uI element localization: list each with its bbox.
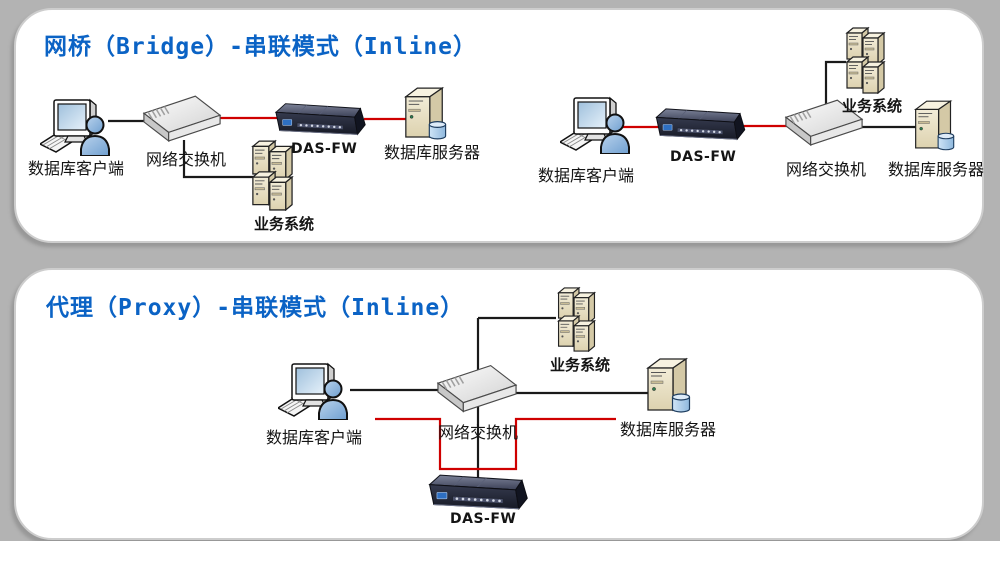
proxy-panel-title: 代理（Proxy）-串联模式（Inline） — [46, 295, 465, 321]
das-fw-label: DAS-FW — [450, 511, 517, 527]
network-switch-icon — [143, 95, 221, 142]
business-system-icon — [843, 26, 889, 94]
client-label: 数据库客户端 — [27, 161, 124, 178]
database-server-icon — [647, 358, 691, 413]
switch-label: 网络交换机 — [145, 152, 226, 169]
client-computer-icon — [278, 363, 348, 420]
business-system-icon — [249, 139, 297, 211]
switch-label: 网络交换机 — [437, 425, 518, 442]
dbserver-label: 数据库服务器 — [887, 162, 984, 179]
client-label: 数据库客户端 — [265, 430, 362, 447]
client-label: 数据库客户端 — [537, 168, 634, 185]
das-fw-label: DAS-FW — [291, 141, 358, 157]
business-label: 业务系统 — [253, 215, 314, 233]
dbserver-label: 数据库服务器 — [619, 422, 716, 439]
client-computer-icon — [40, 99, 110, 156]
business-system-icon — [554, 286, 600, 352]
bridge-panel-title: 网桥（Bridge）-串联模式（Inline） — [44, 34, 478, 60]
network-switch-icon — [437, 364, 517, 413]
bottom-white-strip — [0, 541, 1000, 565]
client-computer-icon — [560, 97, 630, 154]
switch-label: 网络交换机 — [785, 162, 866, 179]
das-fw-label: DAS-FW — [670, 149, 737, 165]
dbserver-label: 数据库服务器 — [383, 145, 480, 162]
das-fw-appliance-icon — [655, 108, 746, 140]
das-fw-appliance-icon — [275, 103, 366, 135]
database-server-icon — [405, 87, 447, 140]
business-label: 业务系统 — [841, 97, 902, 115]
business-label: 业务系统 — [549, 356, 610, 374]
database-server-icon — [915, 100, 955, 151]
das-fw-appliance-icon — [428, 474, 528, 510]
